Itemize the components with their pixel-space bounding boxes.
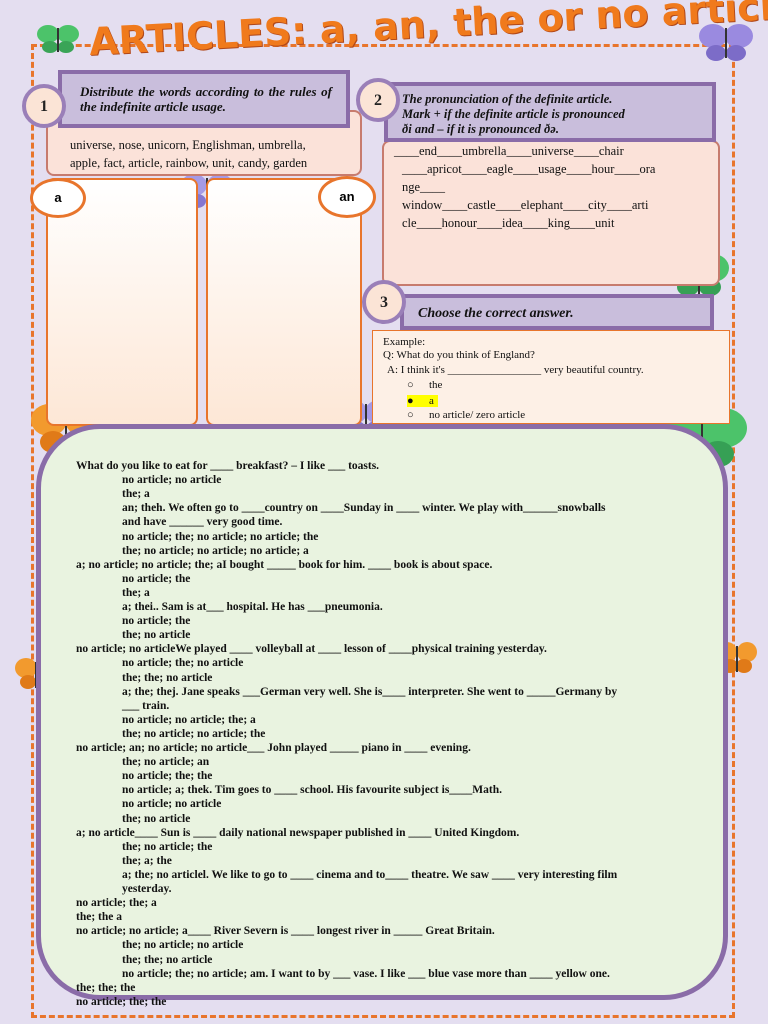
section1-instruction: Distribute the words according to the ru… [80, 84, 332, 114]
section1-heading: Distribute the words according to the ru… [58, 70, 350, 128]
page-border [31, 44, 735, 1018]
exercise-line: no article; the; the [122, 770, 213, 783]
exercise-line: the; no article; no article [122, 939, 244, 952]
exercise-line: yesterday. [122, 883, 172, 895]
column-an-label: an [318, 176, 376, 218]
exercise-line: no article; the; no article; no article;… [122, 530, 319, 543]
option-the[interactable]: ○ the [407, 379, 442, 391]
example-label: Example: [383, 336, 426, 348]
exercise-line: the; no article; no article; no article;… [122, 544, 309, 557]
exercise-line: no article; no article; a____ River Seve… [76, 925, 495, 938]
exercise-line: and have ______ very good time. [122, 516, 283, 529]
section2-heading-line-2: Mark + if the definite article is pronou… [402, 107, 625, 121]
exercise-line: an; theh. We often go to ____country on … [122, 502, 606, 515]
example-question: Q: What do you think of England? [383, 349, 535, 361]
exercise-line: no article; no article [122, 474, 222, 487]
exercise-line: a; no article; no article; the; aI bough… [76, 558, 493, 571]
option-no-article[interactable]: ○ no article/ zero article [407, 409, 525, 421]
example-box: Example: Q: What do you think of England… [372, 330, 730, 424]
exercise-line: the; the a [76, 911, 122, 924]
exercise-line: no article; the [122, 615, 191, 628]
column-an[interactable] [206, 178, 362, 426]
words-line-1: universe, nose, unicorn, Englishman, umb… [70, 138, 306, 152]
section2-number: 2 [356, 78, 400, 122]
radio-selected-icon: ● [407, 395, 423, 407]
option-a[interactable]: ●a [407, 395, 438, 407]
exercise-line: no article; a; thek. Tim goes to ____ sc… [122, 784, 503, 797]
section2-heading: The pronunciation of the definite articl… [384, 82, 716, 142]
exercise-line: no article; the; the [76, 995, 167, 1008]
exercise-line: no article; no article; the; a [122, 713, 256, 726]
exercise-line: What do you like to eat for ____ breakfa… [76, 460, 380, 472]
section3-number: 3 [362, 280, 406, 324]
exercise-line: no article; no article [122, 798, 222, 811]
example-answer: A: I think it's _________________ very b… [387, 364, 644, 376]
exercise-line: a; thei.. Sam is at___ hospital. He has … [122, 601, 383, 613]
section2-line-5: cle____honour____idea____king____unit [402, 216, 615, 230]
option-label: the [429, 379, 443, 391]
section3-heading: Choose the correct answer. [400, 294, 714, 330]
exercise-line: the; the; no article [122, 953, 213, 966]
exercise-line: a; the; no articlel. We like to go to __… [122, 868, 618, 881]
exercise-line: the; no article [122, 812, 191, 825]
exercise-panel [36, 424, 728, 1000]
exercise-line: no article; the [122, 572, 191, 585]
section2-line-1: ____end____umbrella____universe____chair [394, 144, 624, 158]
section2-words-box: ____end____umbrella____universe____chair… [382, 140, 720, 286]
exercise-line: no article; the; no article; am. I want … [122, 967, 610, 980]
section1-number: 1 [22, 84, 66, 128]
section2-line-3: nge____ [402, 180, 446, 194]
exercise-line: the; a [122, 586, 150, 599]
exercise-line: no article; the; a [76, 897, 157, 910]
exercise-line: the; no article; no article; the [122, 727, 266, 740]
butterfly-icon [37, 25, 79, 53]
section2-line-2: ____apricot____eagle____usage____hour___… [402, 162, 656, 176]
radio-empty-icon: ○ [407, 409, 414, 421]
option-label: no article/ zero article [429, 409, 526, 421]
exercise-line: no article; the; no article [122, 657, 244, 670]
exercise-line: the; the; the [76, 981, 136, 994]
exercise-line: a; the; thej. Jane speaks ___German very… [122, 685, 618, 698]
section2-heading-line-1: The pronunciation of the definite articl… [402, 92, 613, 106]
words-line-2: apple, fact, article, rainbow, unit, can… [70, 156, 308, 170]
exercise-line: the; no article; an [122, 756, 210, 769]
exercise-line: the; a; the [122, 854, 172, 867]
column-a-label: a [30, 178, 86, 218]
butterfly-icon [699, 24, 753, 61]
exercise-line: ___ train. [122, 699, 170, 712]
exercise-line: the; a [122, 488, 150, 501]
section2-line-4: window____castle____elephant____city____… [402, 198, 649, 212]
exercise-line: the; no article [122, 629, 191, 642]
exercise-line: no article; no articleWe played ____ vol… [76, 643, 547, 656]
section2-heading-line-3: ði and – if it is pronounced ðə. [402, 122, 559, 136]
column-a[interactable] [46, 178, 198, 426]
section3-instruction: Choose the correct answer. [418, 306, 574, 321]
option-label: a [423, 395, 438, 407]
exercise-line: no article; an; no article; no article__… [76, 742, 471, 754]
exercise-line: the; the; no article [122, 671, 213, 684]
exercise-line: a; no article____ Sun is ____ daily nati… [76, 826, 520, 839]
radio-empty-icon: ○ [407, 379, 414, 391]
exercise-line: the; no article; the [122, 840, 213, 853]
